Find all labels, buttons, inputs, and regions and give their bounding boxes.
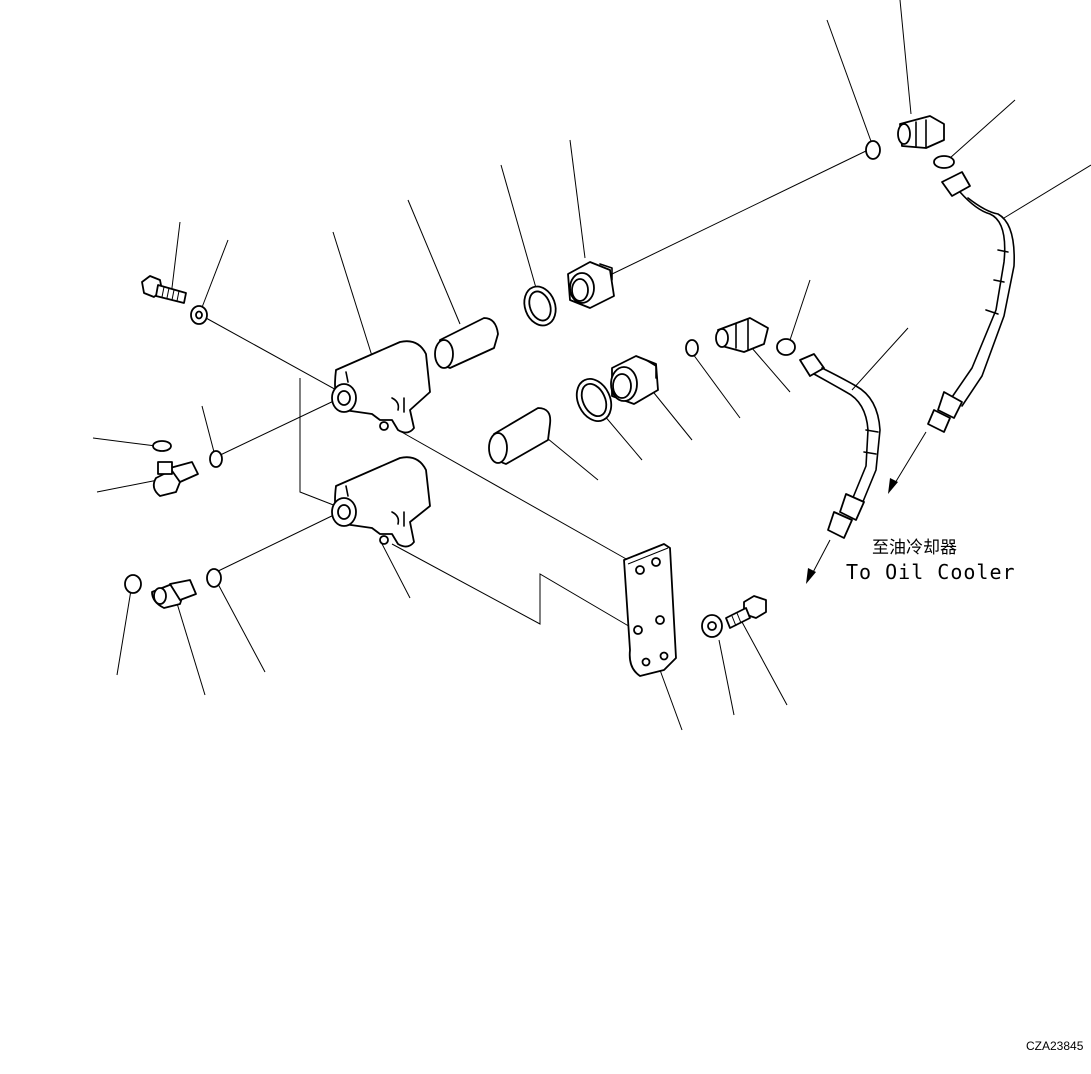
assembly-lines xyxy=(205,149,869,629)
valve-body-upper xyxy=(331,340,431,434)
hose-mid-right xyxy=(799,353,881,584)
plug-upper xyxy=(567,261,615,309)
plug-lower xyxy=(610,355,659,405)
o-ring-mid-lower xyxy=(575,378,613,422)
spool-upper xyxy=(434,317,499,369)
o-ring-right-top-b xyxy=(933,155,955,169)
leader-lines xyxy=(92,0,1091,731)
bolt-upper-left xyxy=(141,275,187,304)
o-ring-right-top xyxy=(865,140,881,160)
elbow-fitting-right-top xyxy=(897,115,945,149)
destination-label-en: To Oil Cooler xyxy=(846,560,1016,584)
valve-body-lower xyxy=(331,456,431,548)
o-ring-left-top xyxy=(152,440,172,452)
mounting-bracket xyxy=(623,543,677,677)
drawing-code: CZA23845 xyxy=(1026,1039,1084,1053)
destination-label-cn: 至油冷却器 xyxy=(872,538,957,558)
spool-lower xyxy=(488,407,552,465)
washer-lower-right xyxy=(701,614,723,638)
o-ring-right-mid-b xyxy=(776,338,796,356)
elbow-fitting-upper-left xyxy=(152,461,199,497)
bolt-lower-right xyxy=(725,595,767,629)
o-ring-left-mid xyxy=(209,450,223,468)
hose-upper-right xyxy=(888,171,1015,494)
elbow-fitting-right-mid xyxy=(715,317,769,353)
elbow-fitting-lower-left xyxy=(151,579,197,609)
o-ring-mid-upper xyxy=(523,285,557,327)
o-ring-lower-left-a xyxy=(124,574,142,594)
washer-upper-left xyxy=(190,305,208,325)
o-ring-right-mid-a xyxy=(685,339,699,357)
o-ring-lower-left-b xyxy=(206,568,222,588)
